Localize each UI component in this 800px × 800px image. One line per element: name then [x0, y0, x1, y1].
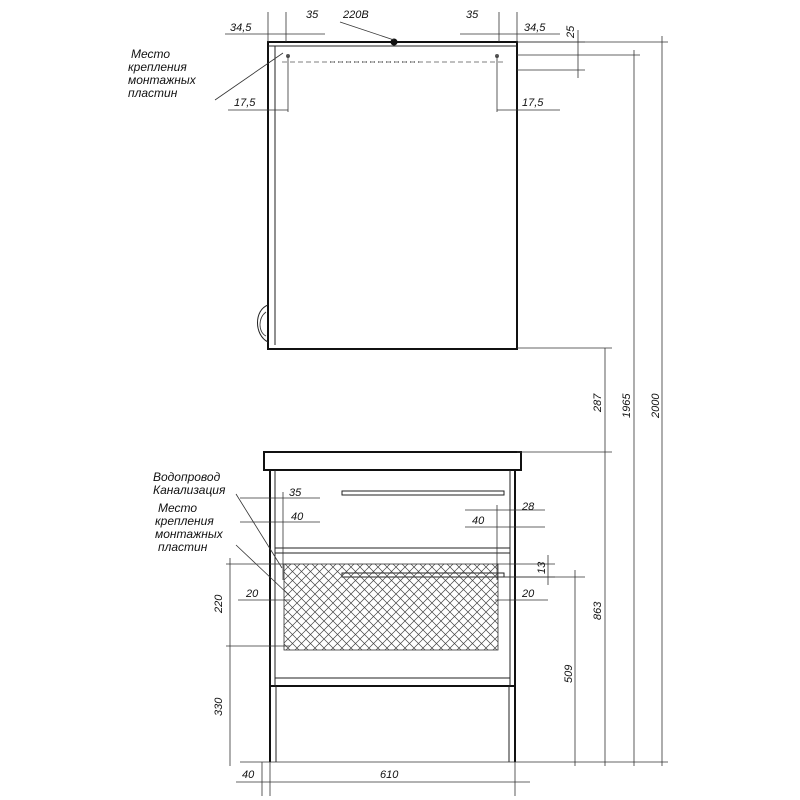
dim-vertical-220: 220: [213, 594, 225, 614]
dim-vertical-287: 287: [592, 393, 604, 413]
lower-cabinet-body: [269, 469, 516, 687]
mount-label-top-4: пластин: [128, 86, 178, 100]
upper-cabinet-handle-inner: [259, 311, 267, 337]
dim-top-25: 25: [565, 25, 577, 39]
dim-top-left-35: 35: [306, 9, 319, 21]
dim-top-side-left: 34,5: [230, 22, 252, 34]
power-outlet-point: [390, 38, 398, 46]
mount-label-top-2: крепления: [128, 60, 187, 74]
dim-bottom-20-left: 20: [245, 588, 259, 600]
countertop: [263, 451, 522, 471]
dim-vertical-863: 863: [592, 601, 604, 620]
mount-leader-top: [214, 52, 284, 101]
mount-label-bottom-4: пластин: [158, 540, 208, 554]
mount-label-bottom-1: Место: [158, 501, 197, 515]
upper-cabinet-handle: [257, 304, 269, 343]
dim-vertical-1965: 1965: [621, 393, 633, 418]
dim-bottom-20-right: 20: [521, 588, 535, 600]
lower-cabinet: [263, 451, 522, 762]
dim-top-side-right: 34,5: [524, 22, 546, 34]
dim-top-right-17-5: 17,5: [522, 97, 544, 109]
dim-vertical-2000: 2000: [650, 393, 662, 419]
dim-bottom-40: 40: [242, 769, 255, 781]
dim-top-left-17-5: 17,5: [234, 97, 256, 109]
mount-label-top-1: Место: [131, 47, 170, 61]
water-leader: [235, 493, 283, 569]
dim-bottom-35: 35: [289, 487, 302, 499]
upper-dimensions: 34,5 35 220В 35 34,5 25 17,5 17,5 Место …: [128, 9, 585, 112]
dim-vertical-509: 509: [563, 665, 575, 683]
upper-drawer-handle: [341, 490, 505, 496]
dim-bottom-40-right: 40: [472, 515, 485, 527]
mount-label-top-3: монтажных: [128, 73, 197, 87]
lower-dimensions: 35 28 40 40 13 20 20 220 330 509 863 287…: [153, 36, 668, 796]
plumbing-zone-hatch: [283, 563, 499, 651]
mount-leader-bottom: [235, 544, 291, 597]
dim-vertical-330: 330: [213, 697, 225, 716]
upper-cabinet-body: [267, 41, 518, 350]
dim-top-power: 220В: [342, 9, 369, 21]
water-supply-label: Водопровод: [153, 470, 221, 484]
mount-label-bottom-3: монтажных: [155, 527, 224, 541]
dim-bottom-40-left: 40: [291, 511, 304, 523]
dim-bottom-28: 28: [521, 501, 535, 513]
dim-bottom-610: 610: [380, 769, 399, 781]
upper-cabinet: [257, 38, 518, 350]
dim-top-right-35: 35: [466, 9, 479, 21]
sewer-label: Канализация: [153, 483, 226, 497]
dim-bottom-13: 13: [536, 561, 548, 574]
mount-label-bottom-2: крепления: [155, 514, 214, 528]
